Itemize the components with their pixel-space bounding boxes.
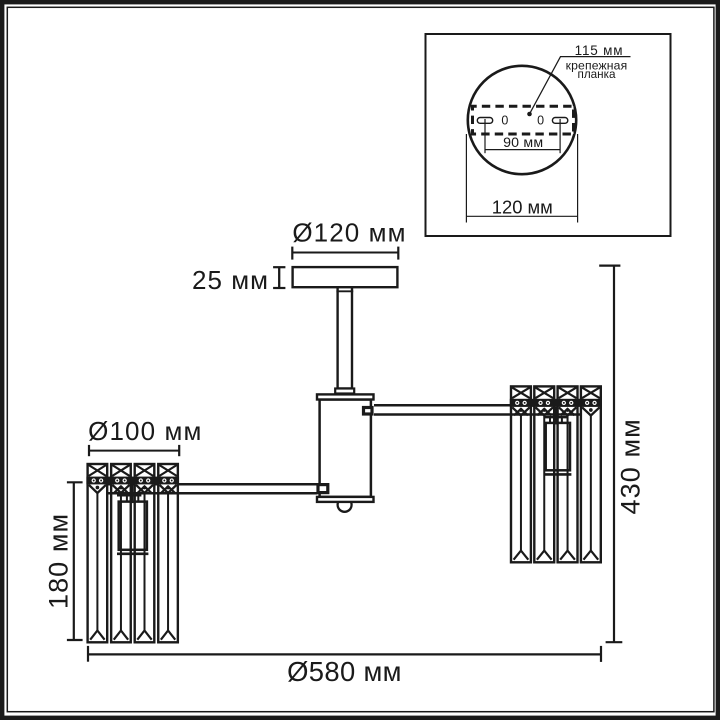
svg-text:планка: планка [578,68,616,81]
svg-text:Ø120 мм: Ø120 мм [292,217,406,247]
svg-text:25 мм: 25 мм [192,265,269,295]
svg-text:Ø100 мм: Ø100 мм [88,416,202,446]
svg-text:крепежная: крепежная [566,59,628,73]
svg-text:180 мм: 180 мм [43,513,73,609]
svg-text:90 мм: 90 мм [503,135,543,151]
svg-text:430 мм: 430 мм [615,418,645,514]
svg-text:Ø580 мм: Ø580 мм [287,656,402,687]
svg-text:0: 0 [537,114,544,128]
svg-text:115 мм: 115 мм [575,43,624,58]
svg-text:120 мм: 120 мм [492,196,553,217]
svg-text:0: 0 [501,114,508,128]
